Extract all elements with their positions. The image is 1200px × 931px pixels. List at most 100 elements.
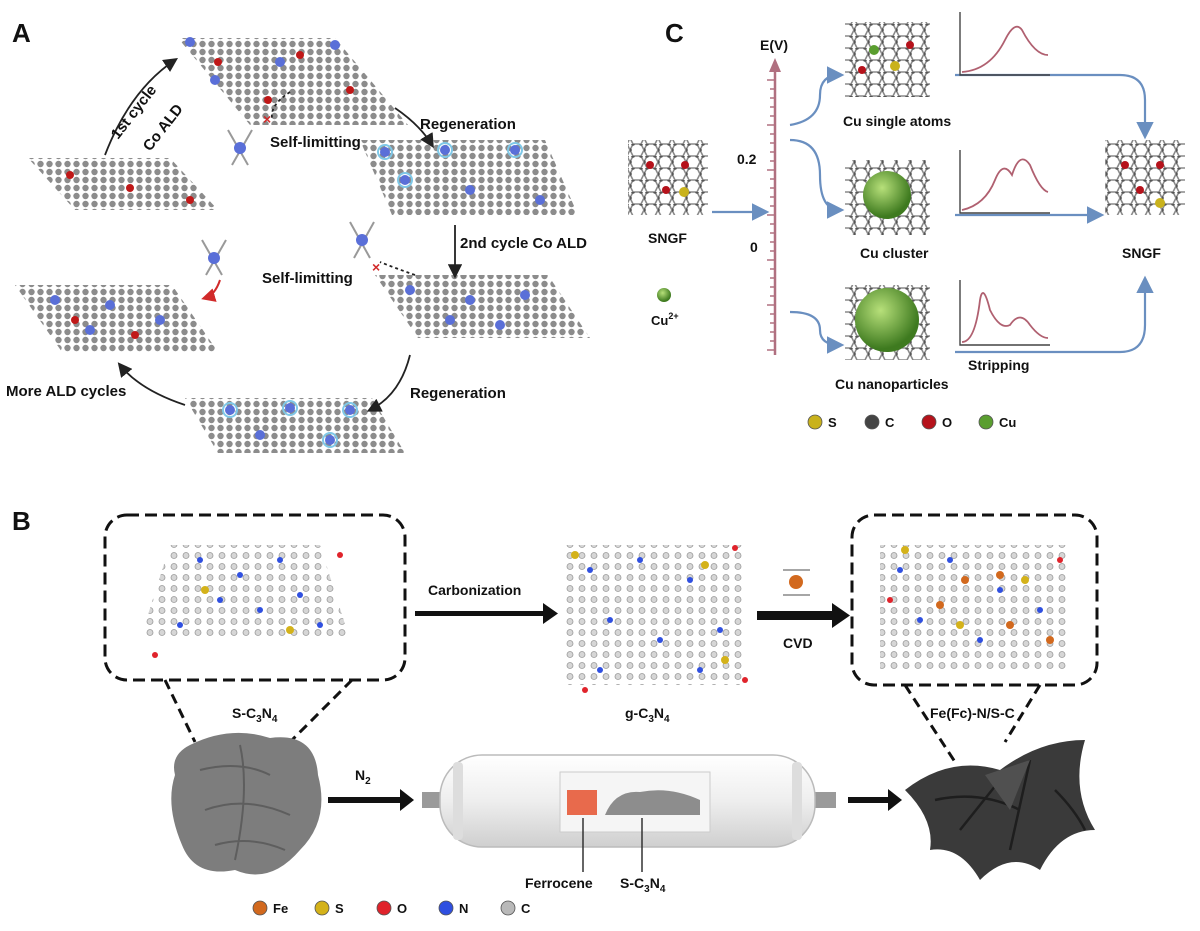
legend-swatch-n — [438, 900, 454, 916]
cu-nanoparticle-structure — [845, 285, 930, 360]
self-limiting-label-1: Self-limitting — [270, 134, 361, 151]
panel-a-label: A — [12, 18, 31, 48]
gc3n4-sub2: 4 — [664, 714, 670, 725]
gc3n4-main: g-C — [625, 705, 648, 721]
gc3n4-sub1: 3 — [648, 714, 654, 725]
self-limiting-label-2: Self-limitting — [262, 270, 353, 287]
axis-label: E(V) — [760, 37, 788, 53]
cu-ion-atom — [657, 288, 671, 302]
potential-ticks — [767, 79, 775, 351]
n2-main: N — [355, 767, 365, 783]
axis-arrowhead — [769, 58, 781, 72]
product-detail-box — [850, 513, 1099, 687]
second-cycle-label: 2nd cycle Co ALD — [460, 235, 587, 252]
legend-label-c: C — [885, 415, 895, 430]
stripping-plots — [959, 12, 1050, 346]
blocked-mark-1: × — [263, 111, 271, 127]
sc3n4-powder — [171, 732, 322, 875]
graphene-sheet-4 — [375, 275, 590, 338]
legend-swatch-s — [807, 414, 823, 430]
regeneration-label-2: Regeneration — [410, 385, 506, 402]
blocked-mark-2: × — [372, 259, 380, 275]
legend-label-fe: Fe — [273, 901, 288, 916]
ferrocene-label: Ferrocene — [525, 875, 593, 891]
graphene-sheet-5 — [15, 285, 218, 352]
sc3n4-mid: N — [262, 705, 272, 721]
tick-0: 0 — [750, 239, 758, 255]
graphene-sheet-1 — [178, 37, 408, 125]
sngf-right-structure — [1105, 140, 1185, 215]
cu-cluster-label: Cu cluster — [860, 245, 929, 261]
legend-label-o: O — [942, 415, 952, 430]
panel-b-label: B — [12, 506, 31, 536]
cu-ion-charge: 2+ — [668, 311, 678, 321]
legend-swatch-c — [500, 900, 516, 916]
sc3n4-sub2: 4 — [272, 714, 278, 725]
sc3n4-main: S-C — [232, 705, 256, 721]
sc3n4-detail-box — [103, 513, 407, 682]
legend-swatch-o — [376, 900, 392, 916]
legend-swatch-o — [921, 414, 937, 430]
stripping-label: Stripping — [968, 357, 1029, 373]
graphene-sheet-2 — [28, 158, 218, 210]
sample-boat — [605, 790, 700, 815]
legend-label-cu: Cu — [999, 415, 1016, 430]
cu-ion-text: Cu — [651, 313, 668, 328]
legend-label-s: S — [828, 415, 837, 430]
gc3n4-mid: N — [654, 705, 664, 721]
cycle-arrows — [104, 58, 463, 412]
tick-0.2: 0.2 — [737, 151, 757, 167]
tube-sample-mid: N — [650, 875, 660, 891]
legend-swatch-cu — [978, 414, 994, 430]
legend-label-o: O — [397, 901, 407, 916]
tube-sample-sub1: 3 — [644, 884, 650, 895]
cu-nanoparticles-label: Cu nanoparticles — [835, 376, 949, 392]
cu-ion-label: Cu2+ — [651, 311, 679, 328]
product-label: Fe(Fc)-N/S-C — [930, 705, 1015, 721]
tube-sample-label: S-C3N4 — [620, 875, 666, 895]
graphene-sheet-3 — [360, 140, 578, 215]
sc3n4-label: S-C3N4 — [232, 705, 278, 725]
precursor-molecule-2 — [349, 221, 375, 259]
sngf-right-label: SNGF — [1122, 245, 1161, 261]
sngf-left-structure — [628, 140, 708, 215]
cu-single-atom-structure — [845, 22, 930, 97]
graphene-sheet-6 — [185, 398, 405, 453]
precursor-molecule-1 — [227, 129, 253, 166]
carbonization-label: Carbonization — [428, 582, 521, 598]
legend-label-s: S — [335, 901, 344, 916]
legend-label-n: N — [459, 901, 468, 916]
cu-single-atoms-label: Cu single atoms — [843, 113, 951, 129]
flow-arrows — [712, 66, 1154, 354]
n2-label: N2 — [355, 767, 371, 787]
ferrocene-molecule — [783, 569, 810, 596]
cvd-label: CVD — [783, 635, 813, 651]
tube-sample-sub2: 4 — [660, 884, 666, 895]
red-arrow — [201, 279, 221, 302]
sngf-left-label: SNGF — [648, 230, 687, 246]
product-lattice — [880, 545, 1070, 670]
legend-swatch-s — [314, 900, 330, 916]
process-arrows — [328, 603, 902, 811]
tube-sample-main: S-C — [620, 875, 644, 891]
more-cycles-label: More ALD cycles — [6, 383, 126, 400]
gc3n4-lattice — [565, 545, 748, 693]
ferrocene-boat — [567, 790, 597, 815]
legend-swatch-fe — [252, 900, 268, 916]
gc3n4-label: g-C3N4 — [625, 705, 670, 725]
panel-c-legend: S C O Cu — [807, 414, 1016, 430]
panel-b-legend: Fe S O N C — [252, 900, 531, 916]
precursor-molecule-3 — [201, 239, 227, 276]
product-flakes — [905, 740, 1095, 880]
sc3n4-sub1: 3 — [256, 714, 262, 725]
zoom-lines — [163, 678, 1042, 763]
cu-cluster-structure — [845, 160, 930, 235]
legend-swatch-c — [864, 414, 880, 430]
tube-furnace — [422, 754, 836, 848]
sc3n4-lattice — [140, 545, 350, 658]
panel-c-label: C — [665, 18, 684, 48]
n2-sub: 2 — [365, 776, 371, 787]
regeneration-label-1: Regeneration — [420, 116, 516, 133]
legend-label-c: C — [521, 901, 531, 916]
